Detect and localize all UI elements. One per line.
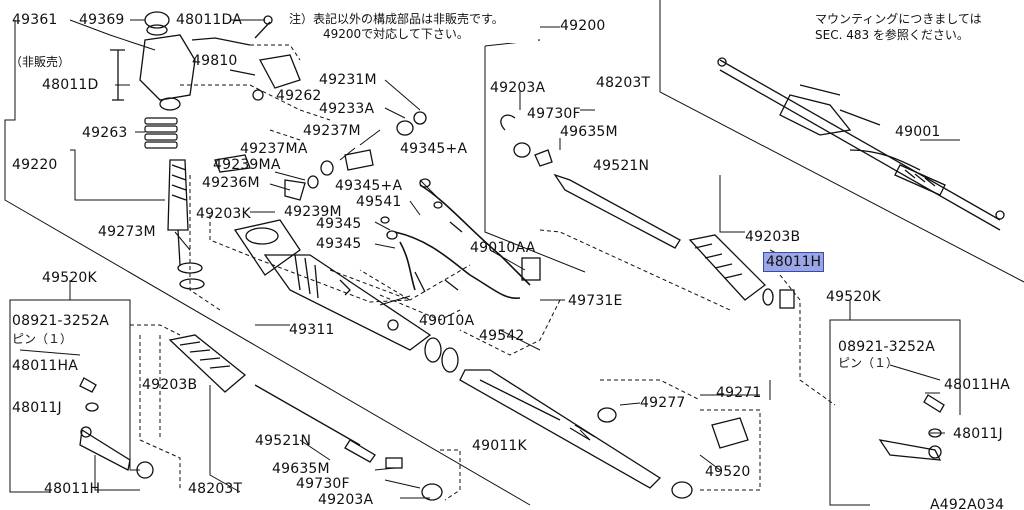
part-label-49345-b[interactable]: 49345: [316, 236, 362, 252]
part-label-48011H-highlighted[interactable]: 48011H: [763, 252, 825, 272]
part-label-49203B-left[interactable]: 49203B: [142, 377, 198, 393]
valve-housing: [110, 11, 273, 111]
part-label-49730F-left[interactable]: 49730F: [296, 476, 350, 492]
part-label-48011HA-left[interactable]: 48011HA: [12, 358, 79, 374]
part-label-49521N-right[interactable]: 49521N: [593, 158, 650, 174]
part-label-49237MA[interactable]: 49237MA: [240, 141, 308, 157]
part-label-49263[interactable]: 49263: [82, 125, 128, 141]
part-label-49520[interactable]: 49520: [705, 464, 751, 480]
part-label-49345-plus-a-1[interactable]: 49345+A: [400, 141, 468, 157]
part-label-48203T-left[interactable]: 48203T: [188, 481, 243, 497]
part-label-49369[interactable]: 49369: [79, 12, 125, 28]
part-label-48203T-right[interactable]: 48203T: [596, 75, 651, 91]
part-label-49542[interactable]: 49542: [479, 328, 525, 344]
part-label-49345-a[interactable]: 49345: [316, 216, 362, 232]
part-label-49203A-left[interactable]: 49203A: [318, 492, 374, 508]
part-label-49521N-left[interactable]: 49521N: [255, 433, 312, 449]
part-label-48011H-left[interactable]: 48011H: [44, 481, 101, 497]
part-label-pin-code-right[interactable]: 08921-3252A: [838, 339, 935, 355]
pin-label-right: ピン（１）: [838, 356, 899, 370]
part-label-48011J-left[interactable]: 48011J: [12, 400, 62, 416]
part-label-49001[interactable]: 49001: [895, 124, 941, 140]
part-label-48011J-right[interactable]: 48011J: [953, 426, 1003, 442]
part-label-49730F-right[interactable]: 49730F: [527, 106, 581, 122]
part-label-49010AA[interactable]: 49010AA: [470, 240, 536, 256]
part-label-49731E[interactable]: 49731E: [568, 293, 623, 309]
part-label-49200[interactable]: 49200: [560, 18, 606, 34]
part-label-49273M[interactable]: 49273M: [98, 224, 156, 240]
part-label-49520K-left[interactable]: 49520K: [42, 270, 97, 286]
part-label-49203B-right[interactable]: 49203B: [745, 229, 801, 245]
part-label-49236M[interactable]: 49236M: [202, 175, 260, 191]
part-label-49239MA[interactable]: 49239MA: [213, 157, 281, 173]
kit-frame-line: [484, 46, 586, 273]
part-label-49239M[interactable]: 49239M: [284, 204, 342, 220]
part-label-49237M[interactable]: 49237M: [303, 123, 361, 139]
part-label-49010A[interactable]: 49010A: [419, 313, 475, 329]
mounting-note-line-1: マウンティングにつきましては: [815, 12, 982, 26]
not-for-sale-label: （非販売）: [10, 55, 71, 69]
part-label-49233A[interactable]: 49233A: [319, 101, 375, 117]
housing-frame-line: [4, 20, 531, 506]
part-label-49203A-right[interactable]: 49203A: [490, 80, 546, 96]
assembly-frame-line: [659, 0, 1024, 283]
diagram-code: A492A034: [930, 497, 1005, 510]
part-label-49810[interactable]: 49810: [192, 53, 238, 69]
mounting-note-line-2: SEC. 483 を参照ください。: [815, 28, 969, 42]
part-label-49203K[interactable]: 49203K: [196, 206, 251, 222]
part-label-49271[interactable]: 49271: [716, 385, 762, 401]
part-label-49277[interactable]: 49277: [640, 395, 686, 411]
part-label-49361[interactable]: 49361: [12, 12, 58, 28]
note-box: 注）表記以外の構成部品は非販売です。 49200で対応して下さい。: [283, 11, 538, 43]
part-label-49262[interactable]: 49262: [276, 88, 322, 104]
pin-label-left: ピン（１）: [12, 332, 73, 346]
part-label-48011DA[interactable]: 48011DA: [176, 12, 243, 28]
part-label-49635M-right[interactable]: 49635M: [560, 124, 618, 140]
part-label-49635M-left[interactable]: 49635M: [272, 461, 330, 477]
part-label-49231M[interactable]: 49231M: [319, 72, 377, 88]
part-label-48011D[interactable]: 48011D: [42, 77, 99, 93]
note-line-1: 注）表記以外の構成部品は非販売です。: [289, 12, 504, 26]
part-label-49220[interactable]: 49220: [12, 157, 58, 173]
part-label-49345-plus-a-2[interactable]: 49345+A: [335, 178, 403, 194]
part-label-49541[interactable]: 49541: [356, 194, 402, 210]
part-label-48011HA-right[interactable]: 48011HA: [944, 377, 1011, 393]
note-line-2: 49200で対応して下さい。: [323, 27, 469, 41]
part-label-49311[interactable]: 49311: [289, 322, 335, 338]
part-label-pin-code-left[interactable]: 08921-3252A: [12, 313, 109, 329]
part-label-49011K[interactable]: 49011K: [472, 438, 527, 454]
part-label-49520K-right[interactable]: 49520K: [826, 289, 881, 305]
